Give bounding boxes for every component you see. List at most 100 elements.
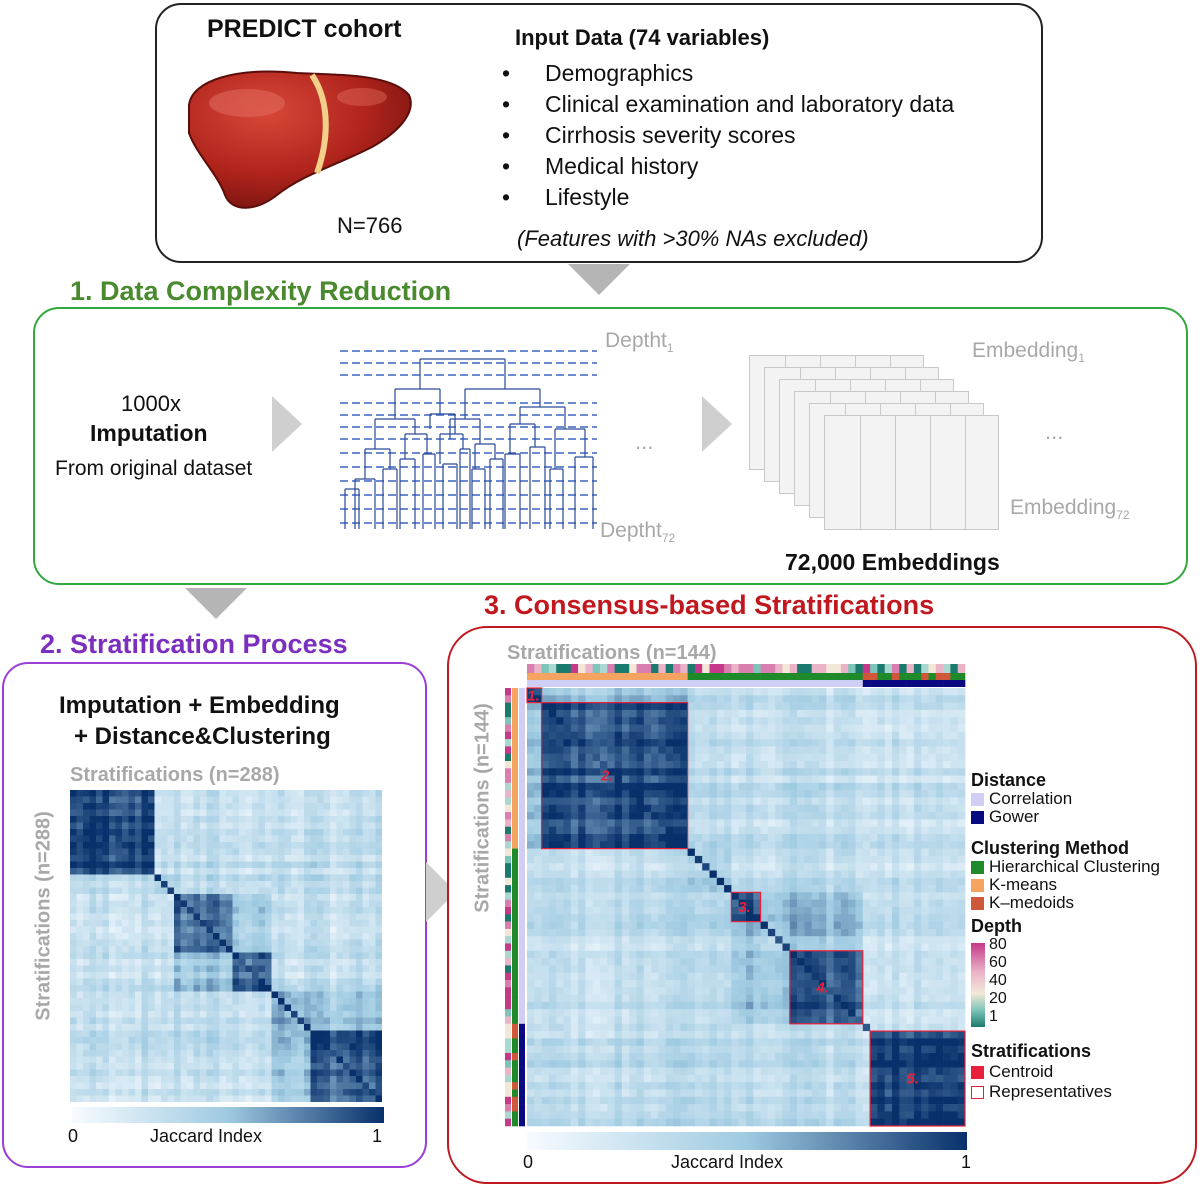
heatmap-cell <box>141 920 149 927</box>
heatmap-cell <box>826 877 834 886</box>
heatmap-cell <box>180 803 188 810</box>
heatmap-cell <box>943 761 951 769</box>
heatmap-cell <box>621 907 630 915</box>
heatmap-cell <box>724 943 732 952</box>
heatmap-cell <box>349 1050 357 1057</box>
heatmap-cell <box>122 998 129 1005</box>
heatmap-cell <box>304 894 311 901</box>
heatmap-cell <box>680 826 688 835</box>
heatmap-cell <box>943 841 951 849</box>
heatmap-cell <box>174 894 181 901</box>
heatmap-cell <box>899 797 907 806</box>
heatmap-cell <box>921 702 929 711</box>
heatmap-cell <box>731 768 739 776</box>
heatmap-cell <box>862 987 871 995</box>
heatmap-cell <box>921 877 929 886</box>
heatmap-cell <box>738 841 747 849</box>
heatmap-cell <box>570 702 579 711</box>
heatmap-cell <box>731 812 739 820</box>
heatmap-cell <box>265 1069 272 1077</box>
heatmap-cell <box>330 946 337 953</box>
heatmap-cell <box>629 863 637 871</box>
heatmap-cell <box>213 829 220 836</box>
heatmap-cell <box>767 892 776 900</box>
heatmap-cell <box>297 939 305 947</box>
heatmap-cell <box>193 1082 201 1090</box>
heatmap-cell <box>343 855 350 862</box>
dendrogram-branch <box>429 413 456 434</box>
heatmap-cell <box>102 894 110 901</box>
heatmap-cell <box>840 848 849 857</box>
heatmap-cell <box>775 761 783 769</box>
heatmap-cell <box>899 980 907 988</box>
heatmap-cell <box>258 1030 266 1038</box>
heatmap-cell <box>83 790 90 797</box>
heatmap-cell <box>884 797 893 806</box>
heatmap-cell <box>96 1076 103 1083</box>
heatmap-cell <box>323 1017 331 1025</box>
heatmap-cell <box>310 855 318 862</box>
heatmap-cell <box>943 921 951 930</box>
heatmap-cell <box>724 717 732 725</box>
heatmap-cell <box>621 848 630 857</box>
heatmap-cell <box>200 985 207 992</box>
heatmap-cell <box>906 717 915 725</box>
heatmap-cell <box>362 894 370 901</box>
heatmap-cell <box>96 803 103 810</box>
heatmap-cell <box>154 874 162 882</box>
heatmap-cell <box>600 739 608 747</box>
heatmap-cell <box>297 1011 305 1018</box>
heatmap-cell <box>862 863 871 871</box>
heatmap-cell <box>102 881 110 888</box>
heatmap-cell <box>746 841 754 849</box>
heatmap-cell <box>789 892 798 900</box>
heatmap-cell <box>746 987 754 995</box>
heatmap-cell <box>154 1017 162 1025</box>
heatmap-cell <box>154 959 162 966</box>
heatmap-cell <box>330 1063 337 1070</box>
heatmap-cell <box>899 848 907 857</box>
heatmap-cell <box>950 928 958 937</box>
heatmap-cell <box>343 809 350 817</box>
heatmap-cell <box>534 914 542 922</box>
heatmap-cell <box>855 790 864 798</box>
heatmap-cell <box>855 702 864 711</box>
heatmap-cell <box>702 950 710 959</box>
heatmap-cell <box>284 1030 292 1038</box>
heatmap-cell <box>709 804 718 813</box>
heatmap-cell <box>141 1069 149 1077</box>
heatmap-cell <box>206 1082 214 1090</box>
heatmap-cell <box>317 965 324 973</box>
heatmap-cell <box>673 965 681 973</box>
heatmap-cell <box>180 939 188 947</box>
heatmap-cell <box>621 761 630 769</box>
heatmap-cell <box>877 826 885 835</box>
heatmap-cell <box>855 863 864 871</box>
heatmap-cell <box>767 870 776 879</box>
heatmap-cell <box>716 950 725 959</box>
heatmap-cell <box>826 717 834 725</box>
heatmap-cell <box>716 841 725 849</box>
heatmap-cell <box>206 809 214 817</box>
heatmap-cell <box>913 688 922 696</box>
heatmap-cell <box>200 1011 207 1018</box>
heatmap-cell <box>258 985 266 992</box>
heatmap-cell <box>921 775 929 784</box>
step2-scale-max: 1 <box>372 1126 383 1146</box>
heatmap-cell <box>174 926 181 934</box>
heatmap-cell <box>760 885 769 893</box>
embedding-ellipsis: ... <box>1045 419 1064 444</box>
heatmap-cell <box>122 881 129 888</box>
heatmap-cell <box>245 1056 253 1064</box>
heatmap-cell <box>643 980 652 988</box>
heatmap-cell <box>840 688 849 696</box>
heatmap-cell <box>804 841 812 849</box>
heatmap-cell <box>109 868 116 875</box>
heatmap-cell <box>278 1004 285 1012</box>
heatmap-cell <box>317 972 324 979</box>
heatmap-cell <box>716 899 725 908</box>
heatmap-cell <box>278 855 285 862</box>
heatmap-cell <box>621 855 630 864</box>
heatmap-cell <box>738 812 747 820</box>
heatmap-cell <box>760 863 769 871</box>
